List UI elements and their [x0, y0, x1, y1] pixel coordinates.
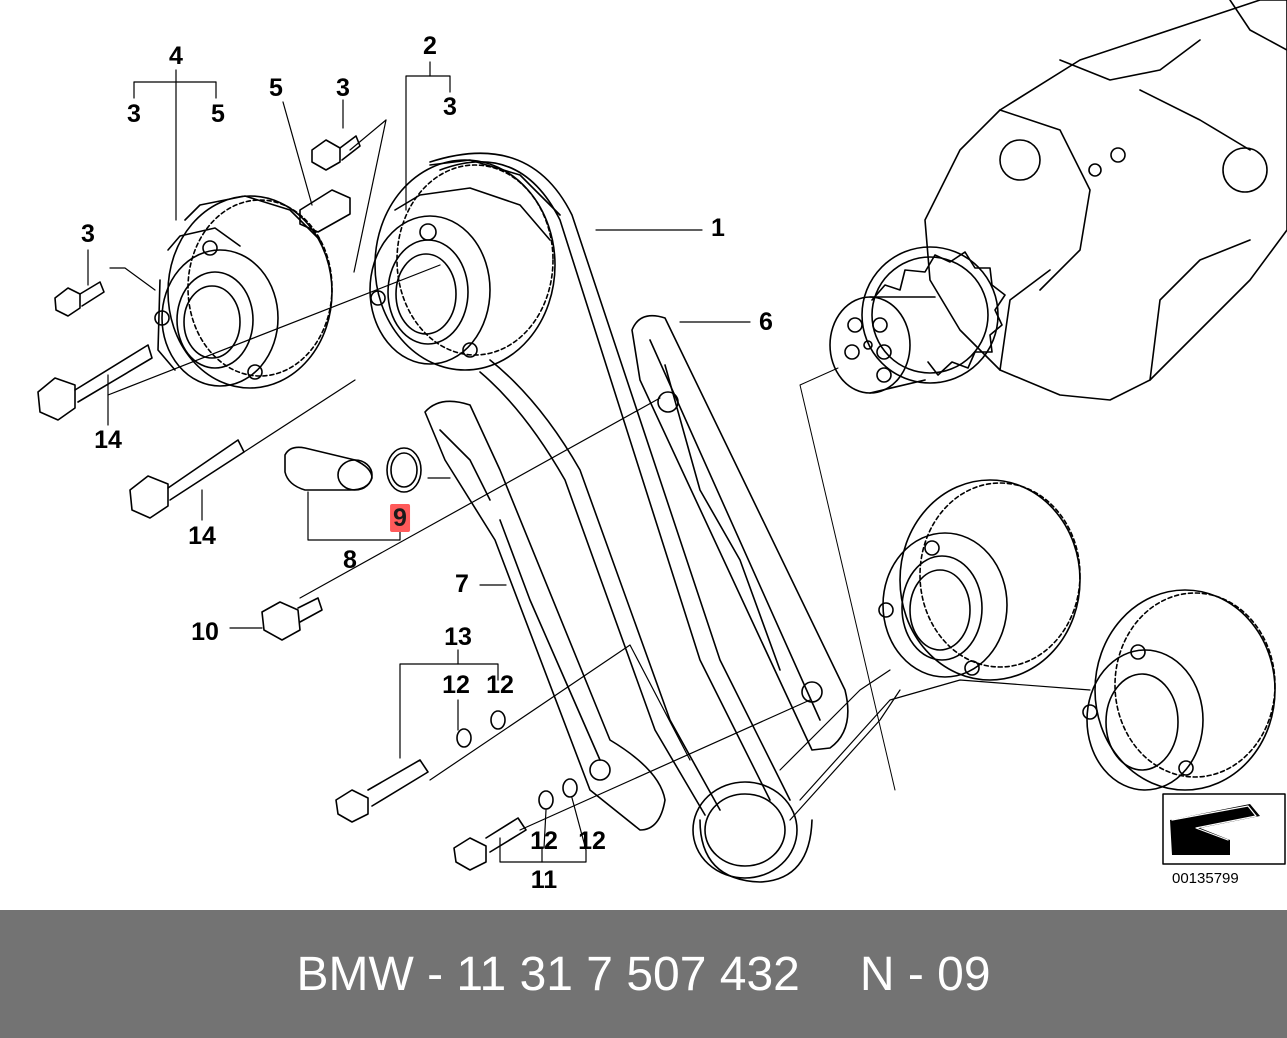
bolt-14-upper [37, 344, 153, 421]
callout-11: 11 [530, 866, 558, 894]
callout-7: 7 [455, 570, 469, 598]
screw-3-top [311, 135, 361, 171]
parts-diagram: 4 3 5 5 3 2 3 3 1 6 14 14 9 8 7 10 13 12… [37, 0, 1287, 894]
callout-14: 14 [188, 522, 216, 550]
callout-2: 2 [423, 32, 437, 60]
timing-chain-drawing [37, 0, 1287, 883]
callout-1: 1 [711, 214, 725, 242]
intake-sprocket [1082, 589, 1276, 791]
direction-arrow-icon [1162, 793, 1286, 865]
callout-3: 3 [81, 220, 95, 248]
bolt-10 [261, 597, 323, 641]
vanos-sprocket-left [154, 195, 333, 389]
callout-9-highlighted: 9 [390, 504, 410, 532]
crankshaft [924, 0, 1287, 401]
diagram-position: N - 09 [859, 947, 991, 1001]
pin-11 [453, 778, 578, 871]
screw-3-left [54, 281, 105, 317]
callout-14: 14 [94, 426, 122, 454]
footer-bar: BMW - 11 31 7 507 432 N - 09 [0, 910, 1287, 1038]
callout-13: 13 [444, 623, 472, 651]
tensioner-8 [284, 446, 422, 493]
callout-5: 5 [269, 74, 283, 102]
vanos-sprocket-right [369, 159, 561, 371]
callout-12: 12 [578, 827, 606, 855]
timing-chain [429, 152, 813, 883]
exhaust-sprocket [878, 479, 1081, 681]
callout-12: 12 [486, 671, 514, 699]
bolt-14-lower [129, 439, 245, 519]
callout-3: 3 [443, 93, 457, 121]
callout-12: 12 [530, 827, 558, 855]
part-number: BMW - 11 31 7 507 432 [296, 947, 800, 1001]
callout-8: 8 [343, 546, 357, 574]
crank-sprocket [829, 246, 1006, 394]
callout-12: 12 [442, 671, 470, 699]
footer-caption: BMW - 11 31 7 507 432 N - 09 [0, 910, 1287, 1038]
pin-13 [335, 710, 506, 823]
callout-5: 5 [211, 100, 225, 128]
callout-4: 4 [169, 42, 183, 70]
guide-rail-6 [631, 314, 849, 751]
callout-3: 3 [336, 74, 350, 102]
leader-lines [87, 61, 811, 863]
callout-6: 6 [759, 308, 773, 336]
tensioner-rail-7 [424, 400, 666, 831]
diagram-reference-code: 00135799 [1172, 870, 1239, 887]
callout-10: 10 [191, 618, 219, 646]
screw-5 [299, 189, 351, 233]
callout-3: 3 [127, 100, 141, 128]
